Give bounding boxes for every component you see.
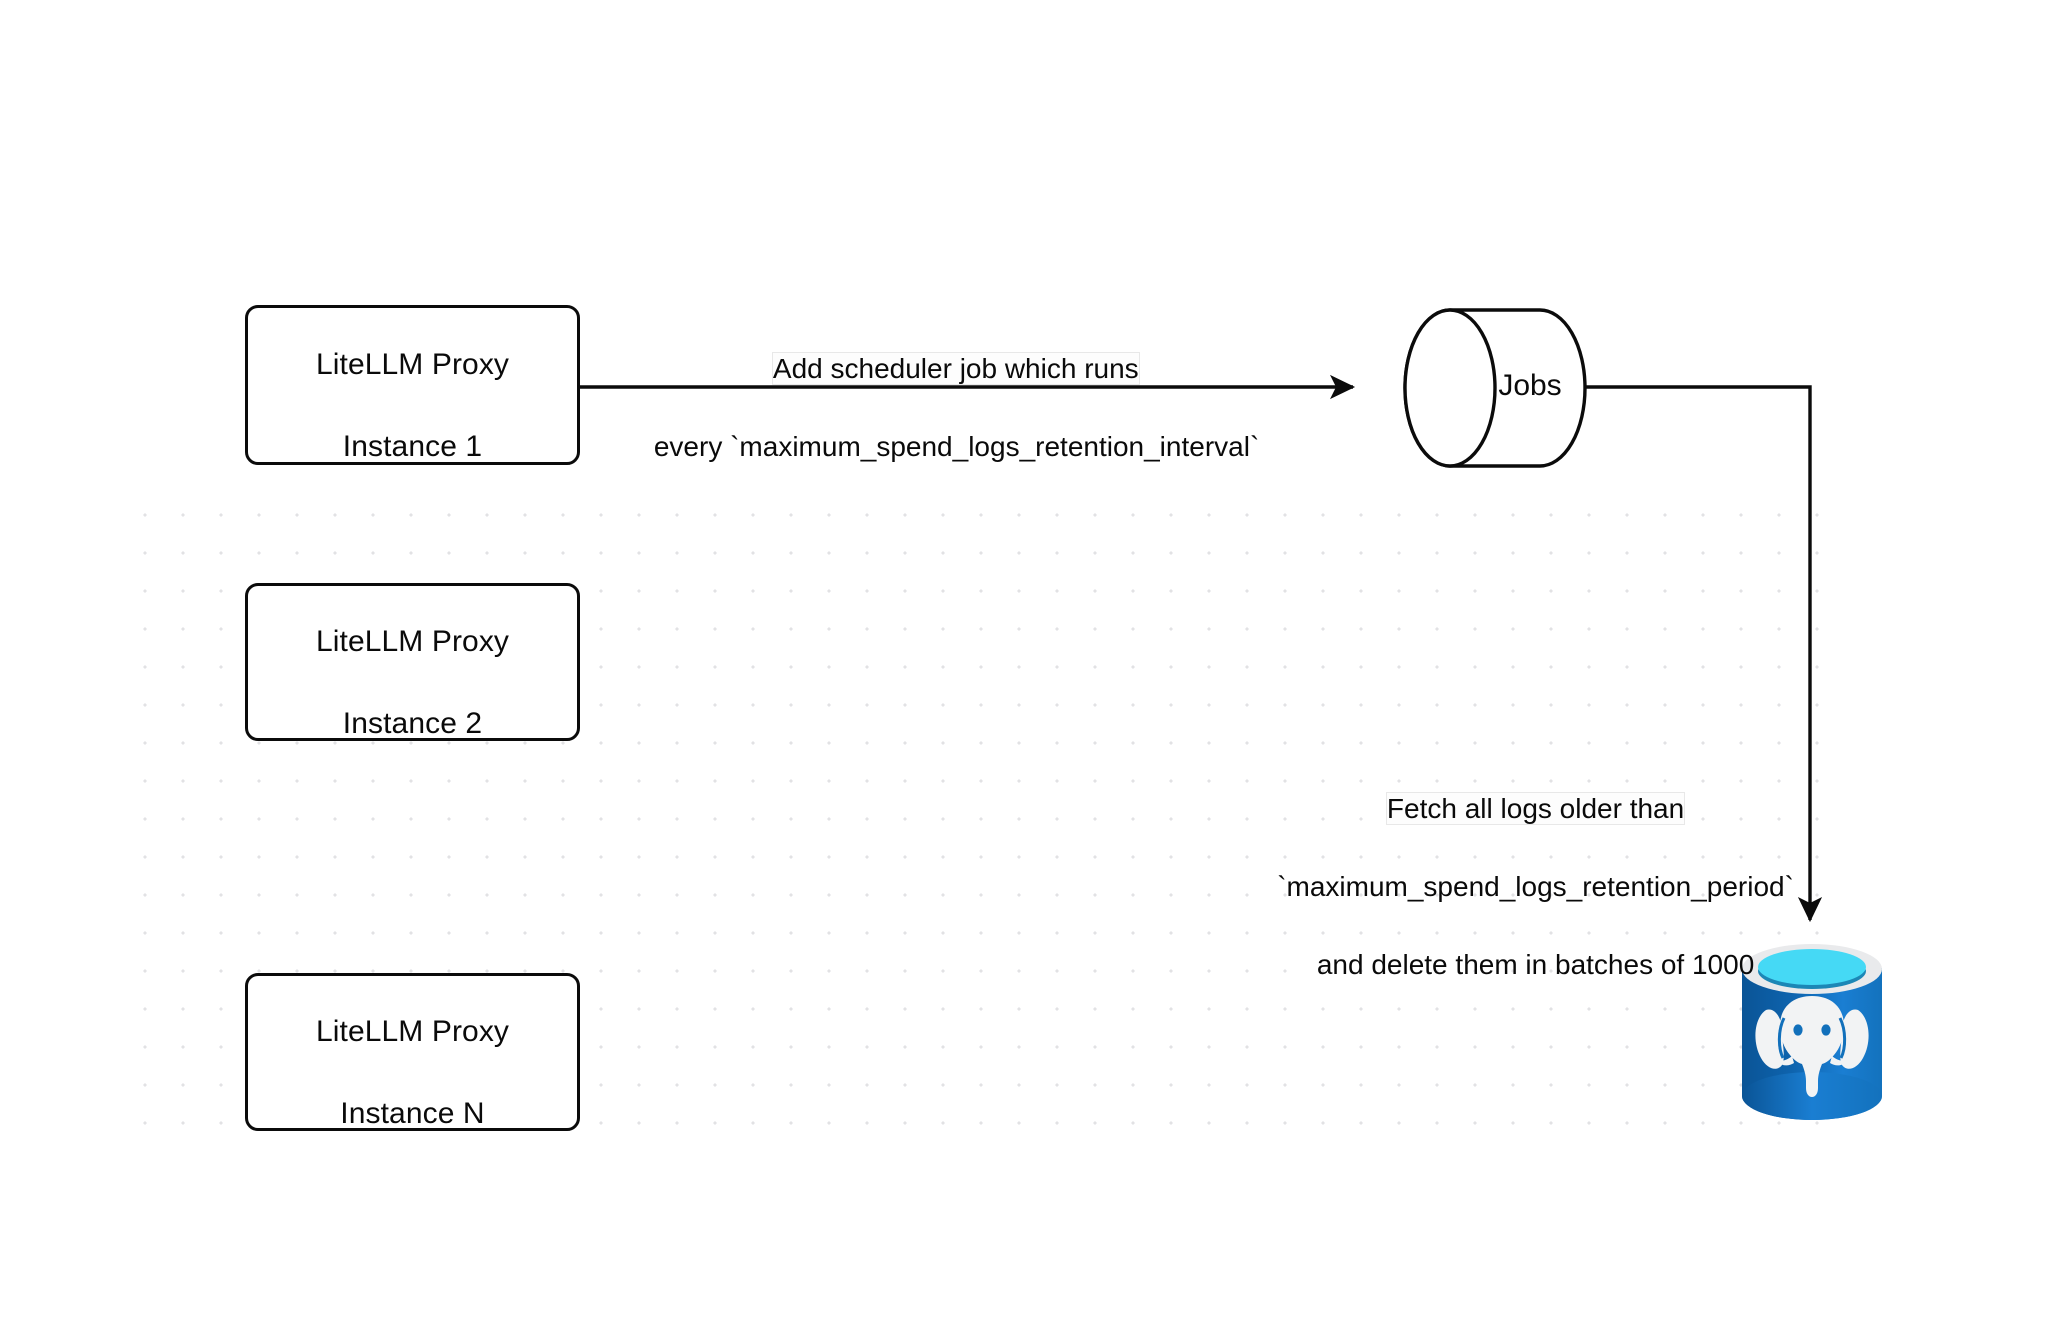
node-line-1: LiteLLM Proxy <box>315 625 510 658</box>
node-litellm-proxy-instance-2[interactable]: LiteLLM Proxy Instance 2 <box>245 583 580 741</box>
elephant-left-eye <box>1793 1024 1803 1036</box>
elephant-right-ear-line <box>1838 1017 1847 1059</box>
node-litellm-proxy-instance-1[interactable]: LiteLLM Proxy Instance 1 <box>245 305 580 465</box>
node-line-2: Instance 1 <box>342 430 483 463</box>
node-label: LiteLLM Proxy Instance N <box>316 970 509 1134</box>
node-label: LiteLLM Proxy Instance 2 <box>316 580 509 744</box>
node-litellm-proxy-instance-n[interactable]: LiteLLM Proxy Instance N <box>245 973 580 1131</box>
elephant-icon <box>1755 996 1869 1097</box>
node-label: LiteLLM Proxy Instance 1 <box>316 303 509 467</box>
node-jobs-cylinder[interactable] <box>1403 308 1587 468</box>
node-line-1: LiteLLM Proxy <box>315 348 510 381</box>
node-line-1: LiteLLM Proxy <box>315 1015 510 1048</box>
elephant-right-eye <box>1821 1024 1831 1036</box>
postgresql-database-icon[interactable] <box>1736 938 1888 1128</box>
node-line-2: Instance N <box>340 1097 485 1130</box>
db-top-cyan <box>1758 949 1866 985</box>
edge-jobs-to-postgres <box>1585 385 1823 923</box>
elephant-left-ear-line <box>1777 1017 1786 1059</box>
node-line-2: Instance 2 <box>342 707 483 740</box>
